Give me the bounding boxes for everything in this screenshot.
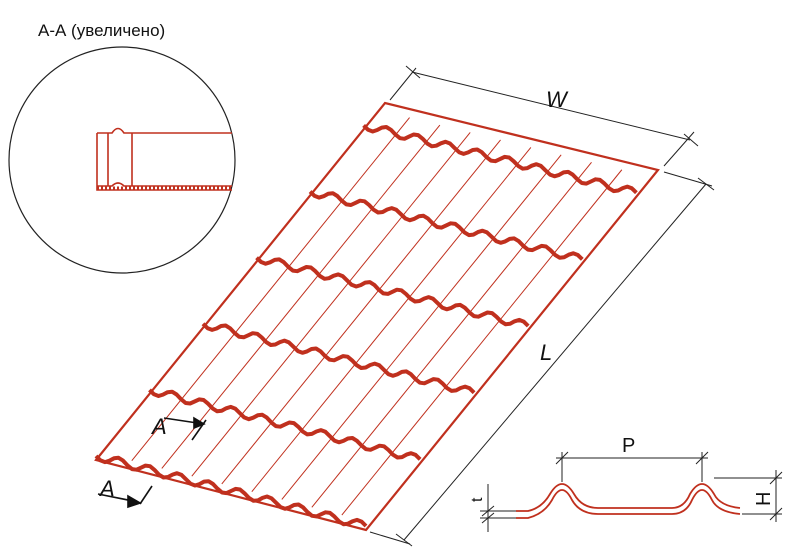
width-dimension (389, 65, 699, 167)
sheet-step (362, 123, 638, 195)
section-mark-top-label: А (150, 414, 167, 439)
sheet-ridge-line (131, 117, 410, 461)
pitch-label: P (622, 435, 635, 457)
sheet-step (308, 190, 584, 261)
length-label: L (540, 340, 552, 365)
sheet-ridge-line (281, 154, 562, 500)
sheet-step (148, 388, 422, 461)
sheet-ridge-line (311, 161, 592, 508)
sheet-ridge-line (341, 169, 623, 516)
height-label: H (753, 492, 775, 506)
roof-sheet (94, 101, 660, 532)
sheet-ridges (131, 117, 623, 516)
pitch-dimension (555, 451, 709, 482)
section-mark-top (163, 416, 207, 441)
thickness-dimension (480, 484, 516, 532)
sheet-ridge-line (161, 124, 441, 469)
section-mark-bottom (97, 485, 153, 509)
sheet-steps (94, 123, 638, 528)
height-dimension (714, 470, 783, 522)
sheet-ridge-line (191, 132, 471, 477)
section-detail-profile (96, 127, 232, 191)
section-detail-circle (8, 46, 236, 274)
sheet-ridge-line (221, 139, 501, 485)
section-title: А-А (увеличено) (38, 21, 165, 40)
sheet-step (94, 454, 368, 528)
sheet-step (255, 256, 530, 328)
length-dimension (369, 171, 715, 547)
sheet-ridge-line (251, 147, 532, 493)
section-mark-bottom-label: А (98, 476, 115, 501)
thickness-label: t (469, 497, 486, 502)
cross-section-profile (516, 483, 741, 519)
width-label: W (546, 87, 569, 112)
sheet-step (201, 322, 476, 395)
sheet-outline (94, 101, 660, 532)
